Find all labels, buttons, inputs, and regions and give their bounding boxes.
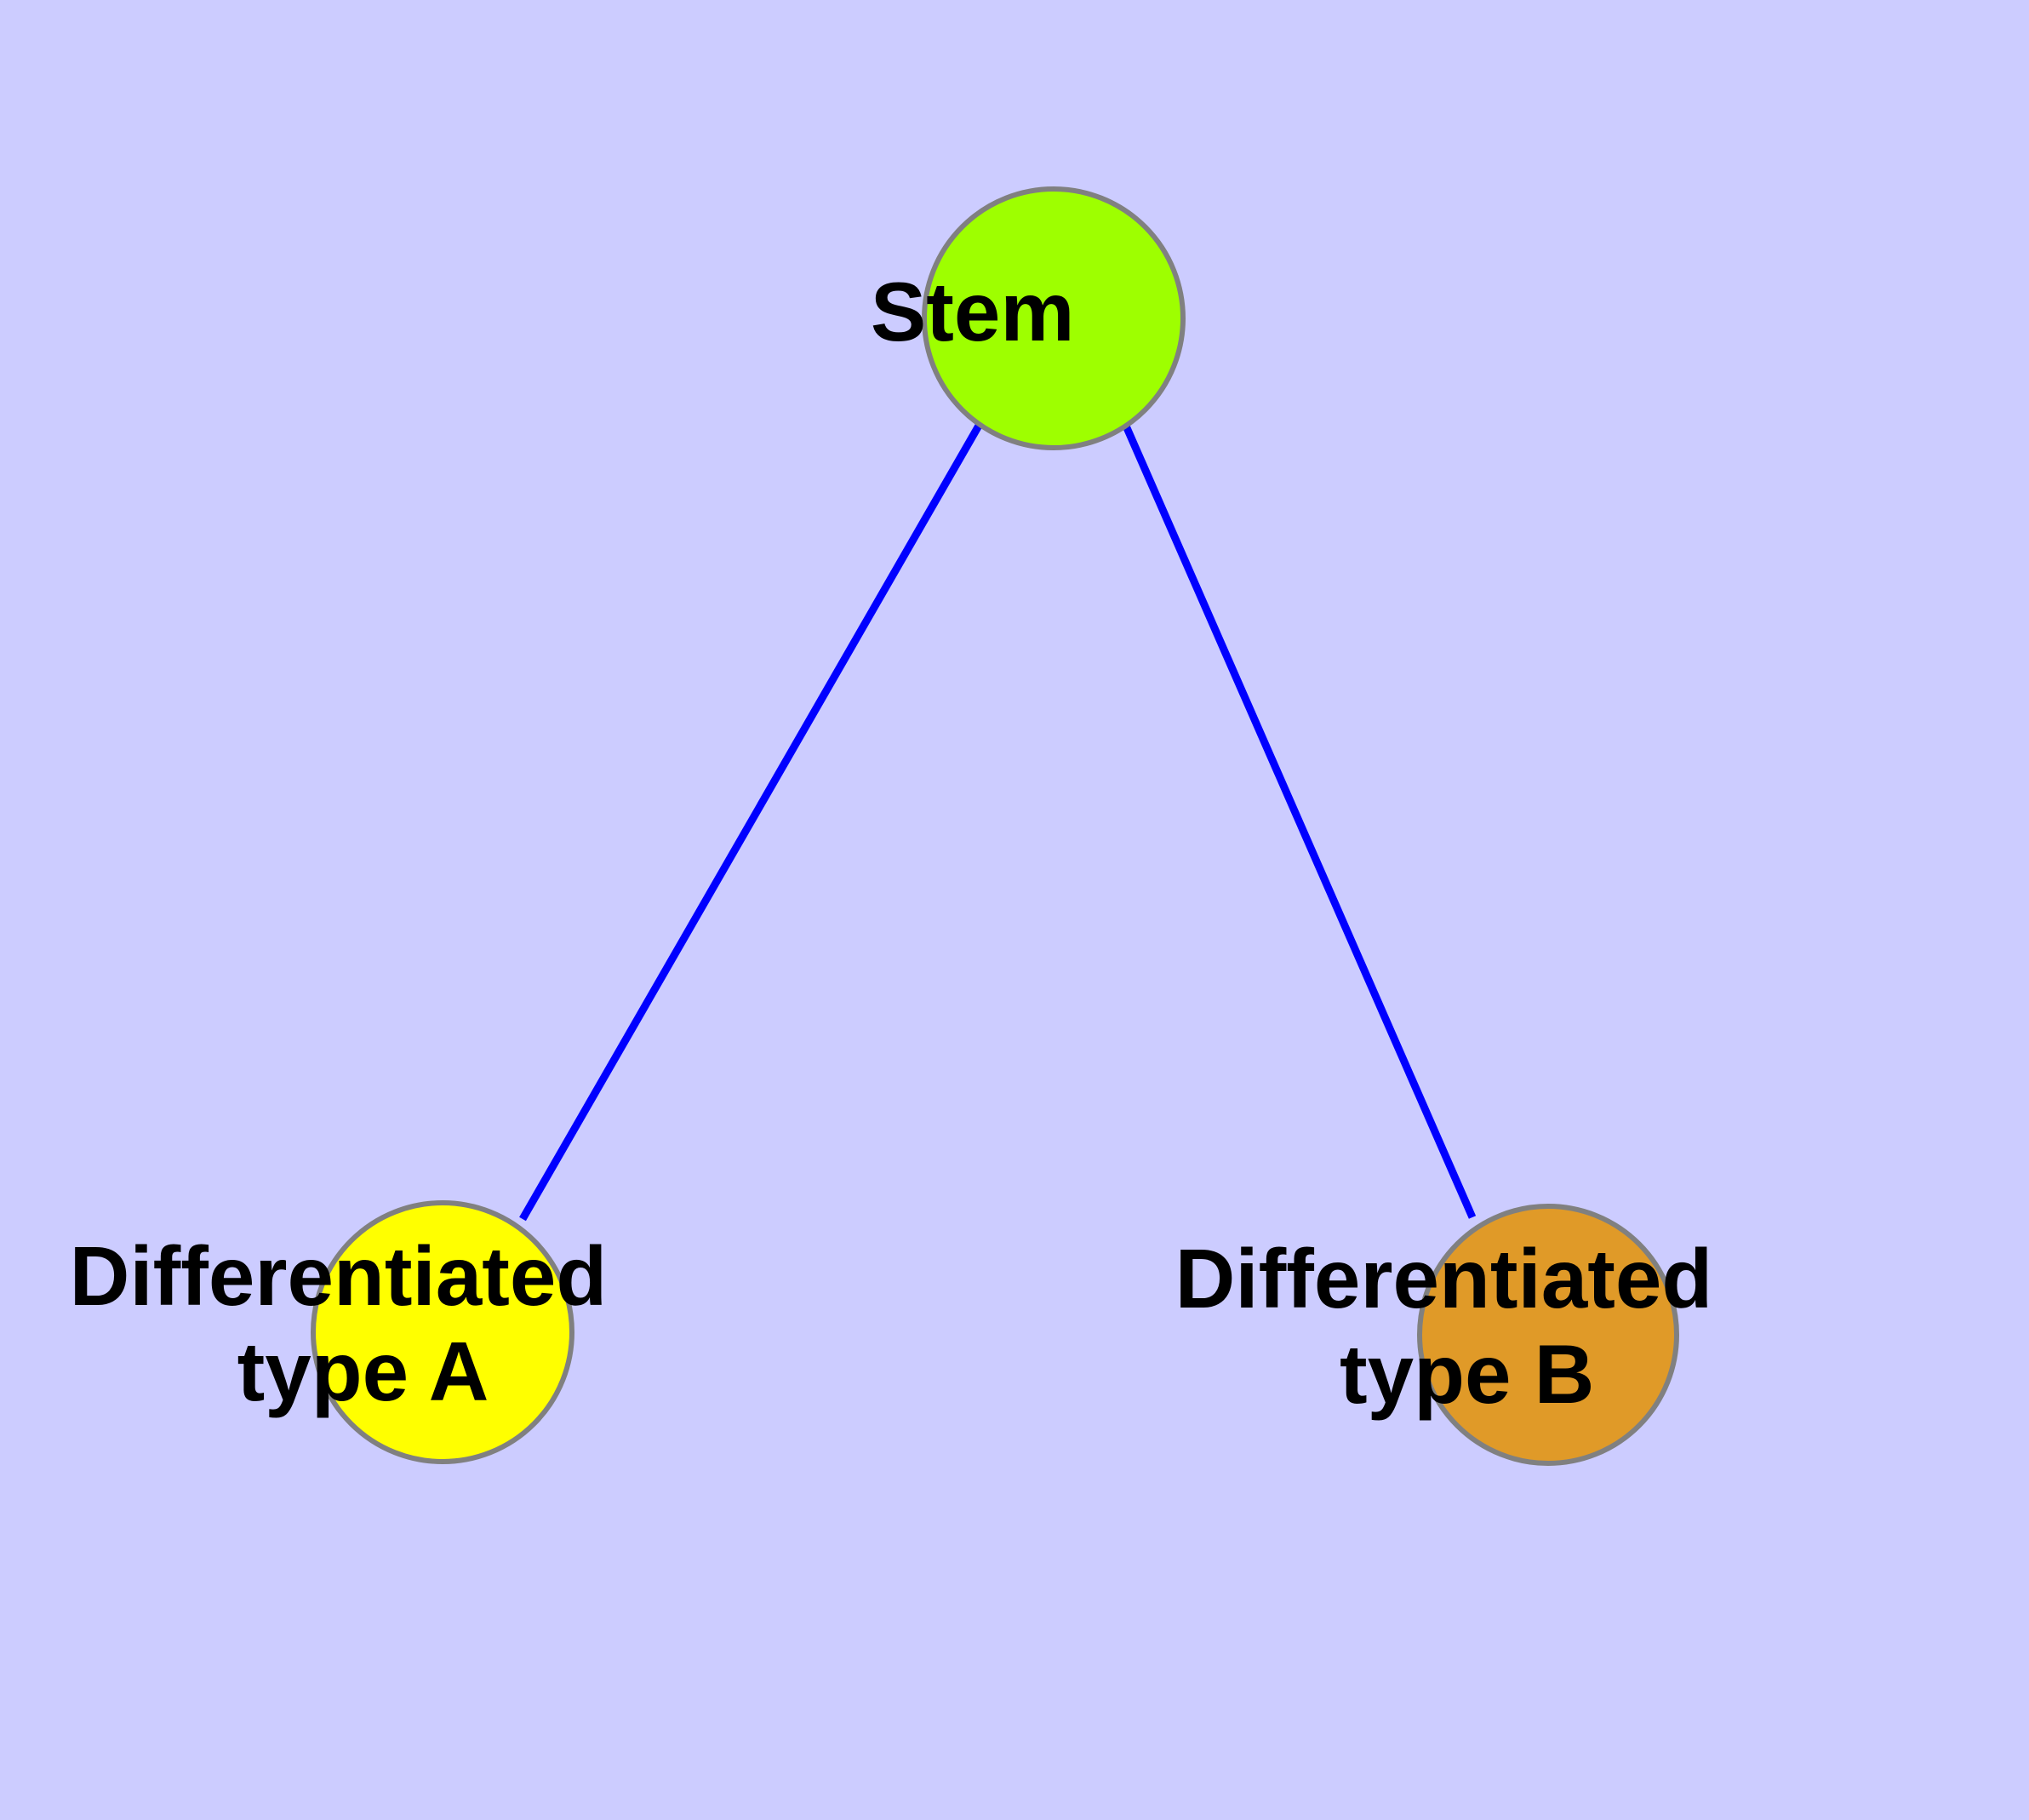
node-differentiated-type-a-circle[interactable] <box>311 1200 574 1464</box>
node-layer <box>311 186 1679 1466</box>
node-differentiated-type-b[interactable] <box>1417 1204 1679 1466</box>
edge-stem-to-differentiated-type-a[interactable] <box>519 423 982 1222</box>
node-differentiated-type-b-label: Differentiated type B <box>1175 1232 1713 1421</box>
edge-layer <box>519 422 1477 1222</box>
node-differentiated-type-b-label-line-2: type B <box>1340 1327 1595 1421</box>
node-differentiated-type-a-label-line-1: Differentiated <box>70 1229 608 1323</box>
node-differentiated-type-a-label-line-2: type A <box>237 1325 488 1418</box>
node-differentiated-type-b-label-line-1: Differentiated <box>1175 1232 1713 1325</box>
node-stem[interactable] <box>922 186 1186 450</box>
node-differentiated-type-a[interactable] <box>311 1200 574 1464</box>
node-stem-label-line-1: Stem <box>871 265 1075 358</box>
node-stem-circle[interactable] <box>922 186 1186 450</box>
node-differentiated-type-b-circle[interactable] <box>1417 1204 1679 1466</box>
edge-stem-to-differentiated-type-b[interactable] <box>1121 422 1477 1219</box>
node-differentiated-type-a-label: Differentiated type A <box>0 0 815 1418</box>
node-stem-label: Stem <box>0 0 1237 358</box>
label-layer: Stem Differentiated type A Differentiate… <box>0 0 1713 1421</box>
